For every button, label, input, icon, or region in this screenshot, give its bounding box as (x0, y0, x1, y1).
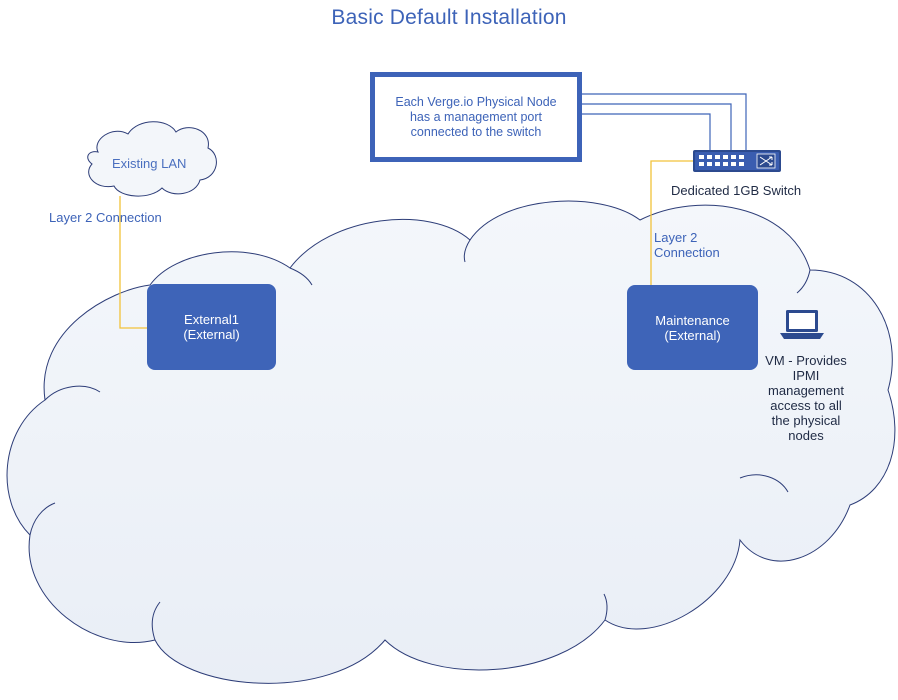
management-note-text: Each Verge.io Physical Node has a manage… (395, 94, 557, 139)
cloud-detail (739, 474, 789, 493)
existing-lan-cloud (87, 121, 217, 197)
cloud-detail (29, 502, 56, 536)
mgmt-line-1 (577, 93, 747, 150)
layer2-connection-label-left: Layer 2 Connection (49, 210, 162, 225)
management-note-box: Each Verge.io Physical Node has a manage… (370, 72, 582, 162)
vm-description-label: VM - Provides IPMI management access to … (765, 353, 847, 443)
existing-lan-label: Existing LAN (112, 156, 187, 171)
maintenance-network-node[interactable]: Maintenance (External) (627, 285, 758, 370)
link-lan-external1 (119, 196, 147, 329)
network-switch-icon (693, 150, 781, 172)
cloud-detail (289, 267, 313, 286)
external1-network-node[interactable]: External1 (External) (147, 284, 276, 370)
link-switch-maintenance (650, 160, 693, 285)
cloud-detail (44, 385, 101, 401)
cloud-detail (603, 593, 608, 621)
mgmt-line-3 (577, 113, 711, 150)
cloud-detail (463, 239, 471, 263)
cloud-detail (796, 269, 811, 294)
switch-label: Dedicated 1GB Switch (671, 183, 802, 198)
page-title: Basic Default Installation (331, 6, 567, 29)
layer2-connection-label-right: Layer 2 Connection (654, 230, 720, 260)
cloud-detail (151, 601, 161, 641)
laptop-icon (780, 310, 824, 339)
mgmt-line-2 (577, 103, 732, 150)
